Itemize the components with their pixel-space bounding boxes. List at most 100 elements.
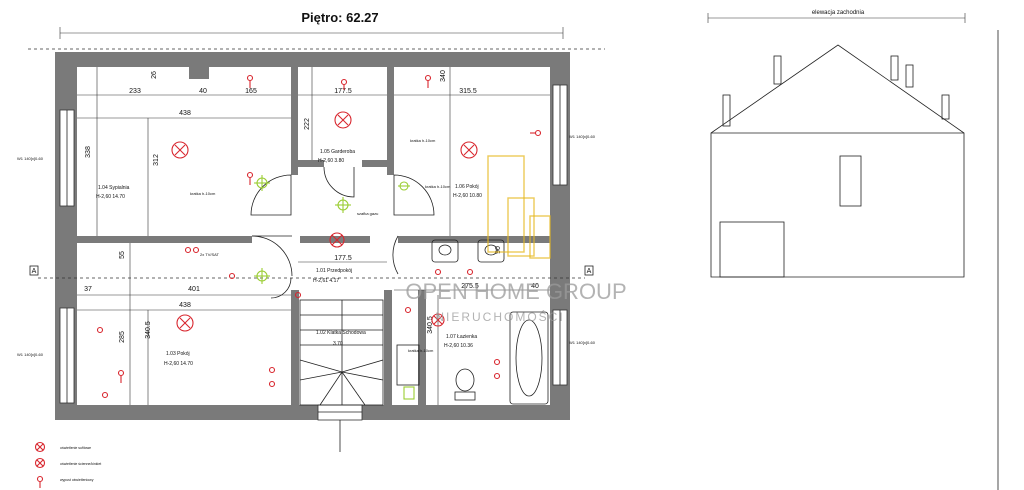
- dim-label: 340: [440, 70, 447, 82]
- ceiling-light-icon: [334, 111, 352, 129]
- room-name: 1.03 Pokój: [166, 351, 190, 357]
- dim-label: 438: [179, 302, 191, 309]
- outlet-icon: [246, 74, 254, 88]
- section-mark-left: A: [32, 268, 37, 275]
- dim-label: 26: [151, 71, 158, 79]
- ceiling-light-icon: [460, 141, 478, 159]
- tv-label: 2x TV/SAT: [200, 252, 220, 257]
- room-name: 1.01 Przedpokój: [316, 268, 352, 274]
- outlet-icon: [424, 74, 432, 88]
- window-tag: W1 140[x]0-60: [569, 134, 596, 139]
- note: kratka h-10cm: [190, 191, 216, 196]
- outlet-icon: [184, 246, 200, 254]
- room-area: H-2,60 10.36: [444, 343, 473, 349]
- outlet-icon: [434, 268, 474, 276]
- window-tag: W1 140[x]0-60: [17, 352, 44, 357]
- dim-label: 165: [245, 88, 257, 95]
- ceiling-light-icon: [171, 141, 189, 159]
- outlet-icon: [493, 358, 501, 380]
- ceiling-lights: [171, 111, 478, 332]
- room-area: H-2,60 14.70: [164, 361, 193, 367]
- light-point-icon: [335, 197, 351, 213]
- section-markers: A A: [29, 265, 594, 279]
- plan-title: Piętro: 62.27: [301, 10, 378, 25]
- light-point-icon: [398, 181, 410, 191]
- watermark: OPEN HOME GROUP NIERUCHOMOŚCI: [405, 155, 627, 324]
- window-tags: W1 140[x]0-60 W1 140[x]0-60 W1 140[x]0-6…: [17, 134, 596, 357]
- dim-label: 55: [119, 251, 126, 259]
- inner-walls: [77, 67, 550, 405]
- note: kratka h-10cm: [408, 348, 434, 353]
- room-name: 1.07 Łazienka: [446, 334, 477, 340]
- dim-label: 177.5: [334, 88, 352, 95]
- dim-label: 338: [85, 146, 92, 158]
- note: kratka h-10cm: [425, 184, 451, 189]
- dim-label: 340.5: [427, 316, 434, 334]
- outlet-icon: [294, 291, 302, 299]
- legend-label: oświetlenie ścienne/kinkiet: [60, 462, 101, 466]
- elevation-title: elewacja zachodnia: [812, 10, 865, 16]
- dim-label: 275.5: [461, 283, 479, 290]
- room-area: H-2,61 4.17: [313, 278, 339, 284]
- dim-label: 438: [179, 110, 191, 117]
- dim-label: 37: [84, 286, 92, 293]
- dim-label: 401: [188, 286, 200, 293]
- note-labels: kratka h-10cm kratka h-10cm kratka h-10c…: [190, 138, 451, 353]
- legend: oświetlenie sufitowe oświetlenie ścienne…: [34, 441, 101, 488]
- outlet-icon: [340, 78, 348, 90]
- dimension-lines: [77, 67, 550, 405]
- dim-label: 340.5: [145, 321, 152, 339]
- light-points: [254, 175, 415, 400]
- outlet-icon: [530, 129, 542, 137]
- dim-label: 233: [129, 88, 141, 95]
- dim-label: 315.5: [459, 88, 477, 95]
- room-area: H-2,60 3.80: [318, 158, 344, 164]
- windows: [59, 84, 568, 452]
- door-swings: [250, 166, 435, 299]
- watermark-logo-icon: [487, 155, 551, 259]
- outlet-icon: [246, 171, 254, 185]
- dim-label: 90: [495, 246, 502, 254]
- staircase: [299, 299, 384, 406]
- dim-label: 40: [531, 283, 539, 290]
- bathroom-fixtures: [396, 239, 549, 405]
- dimension-labels: 233 40 165 177.5 315.5 26 438 338 312 55…: [84, 70, 539, 343]
- legend-item: oświetlenie sufitowe: [34, 441, 91, 453]
- room-area: 3.70: [333, 341, 343, 347]
- window-tag: W1 140[x]0-60: [569, 340, 596, 345]
- room-name: 1.02 Klatka Schodowa: [316, 330, 366, 336]
- outlet-icon: [268, 366, 276, 388]
- outlet-icon: [96, 326, 104, 334]
- outlet-icon: [404, 306, 412, 314]
- dim-label: 285: [119, 331, 126, 343]
- window-tag: W1 140[x]0-60: [17, 156, 44, 161]
- legend-label: wypust oświetleniowy: [60, 478, 94, 482]
- outlet-icon: [101, 391, 109, 399]
- outlet-icon: [117, 369, 125, 383]
- outlet-icon: [228, 272, 236, 280]
- dim-label: 177.5: [334, 255, 352, 262]
- note: szafka gazu: [357, 211, 378, 216]
- room-name: 1.06 Pokój: [455, 184, 479, 190]
- watermark-line2: NIERUCHOMOŚCI: [435, 309, 564, 324]
- legend-item: wypust oświetleniowy: [36, 475, 94, 488]
- electrical-outlets: [96, 74, 542, 399]
- dim-label: 40: [199, 88, 207, 95]
- note: kratka h-10cm: [410, 138, 436, 143]
- legend-item: oświetlenie ścienne/kinkiet: [34, 457, 101, 469]
- ceiling-light-icon: [431, 313, 445, 327]
- ceiling-light-icon: [329, 232, 345, 248]
- room-name: 1.05 Garderoba: [320, 149, 355, 155]
- watermark-line1: OPEN HOME GROUP: [405, 279, 626, 304]
- light-point-icon: [254, 175, 270, 191]
- room-area: H-2,60 14.70: [96, 194, 125, 200]
- room-area: H-2,60 10.80: [453, 193, 482, 199]
- ceiling-light-icon: [176, 314, 194, 332]
- legend-label: oświetlenie sufitowe: [60, 446, 91, 450]
- dim-label: 312: [153, 154, 160, 166]
- section-mark-right: A: [587, 268, 592, 275]
- top-dimension-line: [59, 27, 564, 39]
- dim-label: 222: [304, 118, 311, 130]
